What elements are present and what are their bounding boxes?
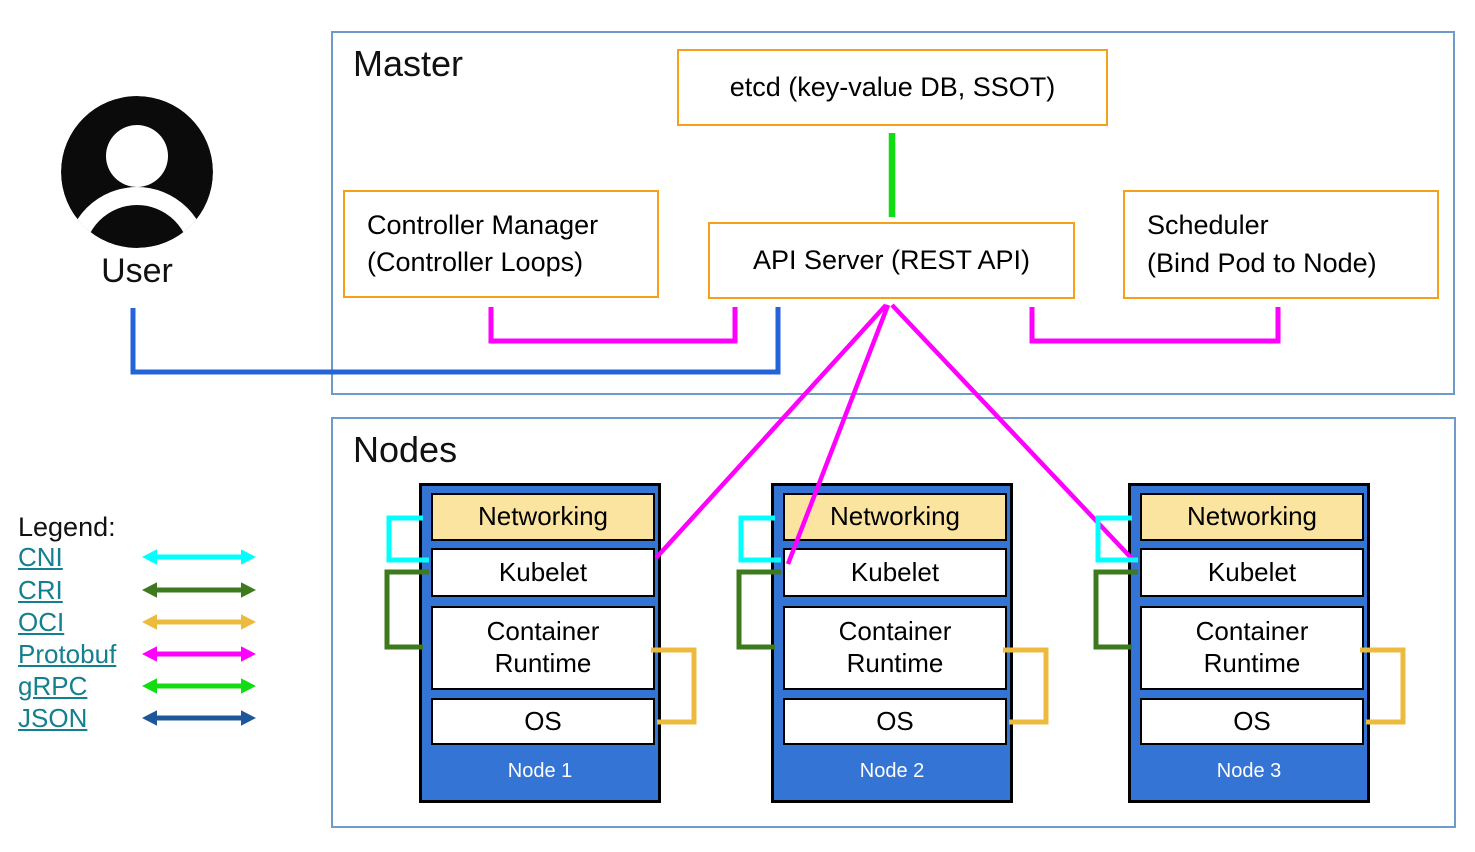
legend-row-cri: CRI [18,574,264,606]
scheduler-label-line1: Scheduler [1147,210,1269,241]
legend-row-json: JSON [18,702,264,734]
node-name-label: Node 1 [507,759,573,782]
etcd-box: etcd (key-value DB, SSOT) [677,49,1108,126]
legend-link-cri[interactable]: CRI [18,574,63,605]
node-layer-os: OS [1140,698,1364,745]
controller-manager-label-line2: (Controller Loops) [367,247,584,277]
legend-row-cni: CNI [18,541,264,573]
node-layer-container-runtime: Container Runtime [1140,606,1364,690]
legend-title: Legend: [18,512,116,542]
legend-arrow-icon [142,549,256,565]
scheduler-box: Scheduler (Bind Pod to Node) [1123,190,1439,299]
legend-row-grpc: gRPC [18,670,264,702]
nodes-title: Nodes [353,429,458,470]
node-layer-networking: Networking [783,493,1007,541]
legend-arrow-icon [142,582,256,598]
legend-arrow-icon [142,678,256,694]
node-layer-kubelet: Kubelet [1140,548,1364,597]
node-name-label: Node 2 [859,759,925,782]
node-box-3: Networking Kubelet Container Runtime OS … [1128,483,1370,803]
node-layer-container-runtime: Container Runtime [783,606,1007,690]
legend-link-json[interactable]: JSON [18,702,88,733]
legend-link-oci[interactable]: OCI [18,606,65,637]
master-title: Master [353,43,464,84]
controller-manager-label-line1: Controller Manager [367,209,599,240]
legend-link-protobuf[interactable]: Protobuf [18,638,117,669]
user-label: User [101,252,173,290]
node-layer-kubelet: Kubelet [431,548,655,597]
legend-row-oci: OCI [18,606,264,638]
node-layer-container-runtime: Container Runtime [431,606,655,690]
legend-arrow-icon [142,710,256,726]
api-server-box: API Server (REST API) [708,222,1075,299]
scheduler-label-line2: (Bind Pod to Node) [1147,247,1377,278]
node-layer-os: OS [783,698,1007,745]
etcd-label: etcd (key-value DB, SSOT) [729,71,1056,102]
node-box-1: Networking Kubelet Container Runtime OS … [419,483,661,803]
node-layer-kubelet: Kubelet [783,548,1007,597]
node-name-label: Node 3 [1216,759,1282,782]
legend-row-protobuf: Protobuf [18,638,264,670]
node-layer-networking: Networking [431,493,655,541]
api-server-label: API Server (REST API) [752,244,1031,275]
node-layer-networking: Networking [1140,493,1364,541]
user-icon [61,96,213,248]
legend-link-cni[interactable]: CNI [18,541,63,572]
legend-arrow-icon [142,646,256,662]
master-section-box: Master [331,31,1455,395]
node-layer-os: OS [431,698,655,745]
node-box-2: Networking Kubelet Container Runtime OS … [771,483,1013,803]
controller-manager-box: Controller Manager (Controller Loops) [343,190,659,298]
legend-link-grpc[interactable]: gRPC [18,670,88,701]
legend-arrow-icon [142,614,256,630]
